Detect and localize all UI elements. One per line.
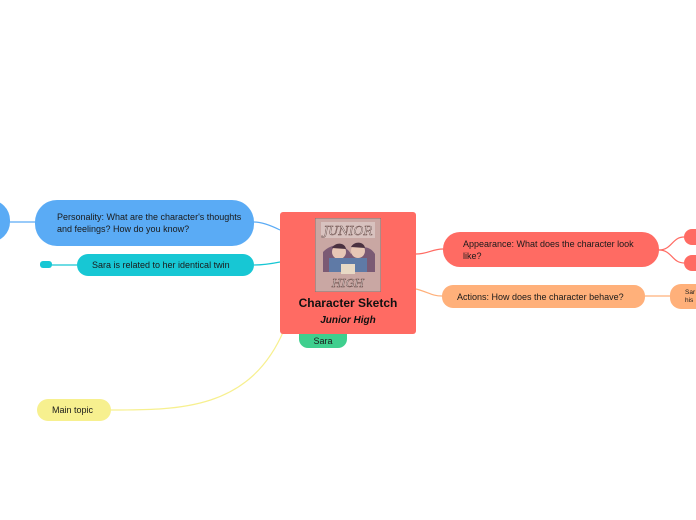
central-topic-subtitle: Junior High bbox=[320, 315, 376, 327]
topic-appearance-subtopic-2[interactable] bbox=[684, 255, 696, 271]
svg-text:JUNIOR: JUNIOR bbox=[320, 224, 372, 238]
topic-twin-subtopic[interactable] bbox=[40, 261, 52, 268]
connector-appearance-sub-1 bbox=[659, 237, 684, 250]
book-cover-image: JUNIOR HIGH bbox=[315, 218, 381, 292]
connector-actions bbox=[416, 289, 442, 296]
topic-actions-subtopic[interactable]: Sar his bbox=[670, 284, 696, 309]
topic-twin-label: Sara is related to her identical twin bbox=[92, 259, 230, 271]
book-cover-illustration: JUNIOR HIGH bbox=[315, 218, 381, 292]
connector-main-topic bbox=[111, 330, 284, 410]
topic-actions-label: Actions: How does the character behave? bbox=[457, 291, 624, 303]
topic-personality[interactable]: Personality: What are the character's th… bbox=[35, 200, 254, 246]
svg-text:HIGH: HIGH bbox=[331, 277, 365, 290]
topic-actions-subtopic-label: Sar his bbox=[685, 289, 695, 305]
topic-twin[interactable]: Sara is related to her identical twin bbox=[77, 254, 254, 276]
connector-twin bbox=[254, 262, 280, 265]
topic-sara-label: Sara bbox=[313, 335, 332, 347]
connector-appearance bbox=[416, 249, 443, 254]
topic-appearance-subtopic-1[interactable] bbox=[684, 229, 696, 245]
topic-appearance-label: Appearance: What does the character look… bbox=[463, 238, 647, 262]
topic-personality-label: Personality: What are the character's th… bbox=[57, 211, 242, 235]
central-topic-title: Character Sketch bbox=[299, 296, 398, 311]
connector-personality bbox=[254, 222, 280, 230]
connector-appearance-sub-2 bbox=[659, 250, 684, 263]
topic-actions-subtopic-line-1: Sar bbox=[685, 289, 695, 296]
topic-actions-subtopic-line-2: his bbox=[685, 297, 693, 304]
topic-actions[interactable]: Actions: How does the character behave? bbox=[442, 285, 645, 308]
topic-main-topic-label: Main topic bbox=[52, 404, 93, 416]
topic-main-topic[interactable]: Main topic bbox=[37, 399, 111, 421]
topic-appearance[interactable]: Appearance: What does the character look… bbox=[443, 232, 659, 267]
central-topic[interactable]: JUNIOR HIGH Character Sketch Junior High bbox=[280, 212, 416, 334]
